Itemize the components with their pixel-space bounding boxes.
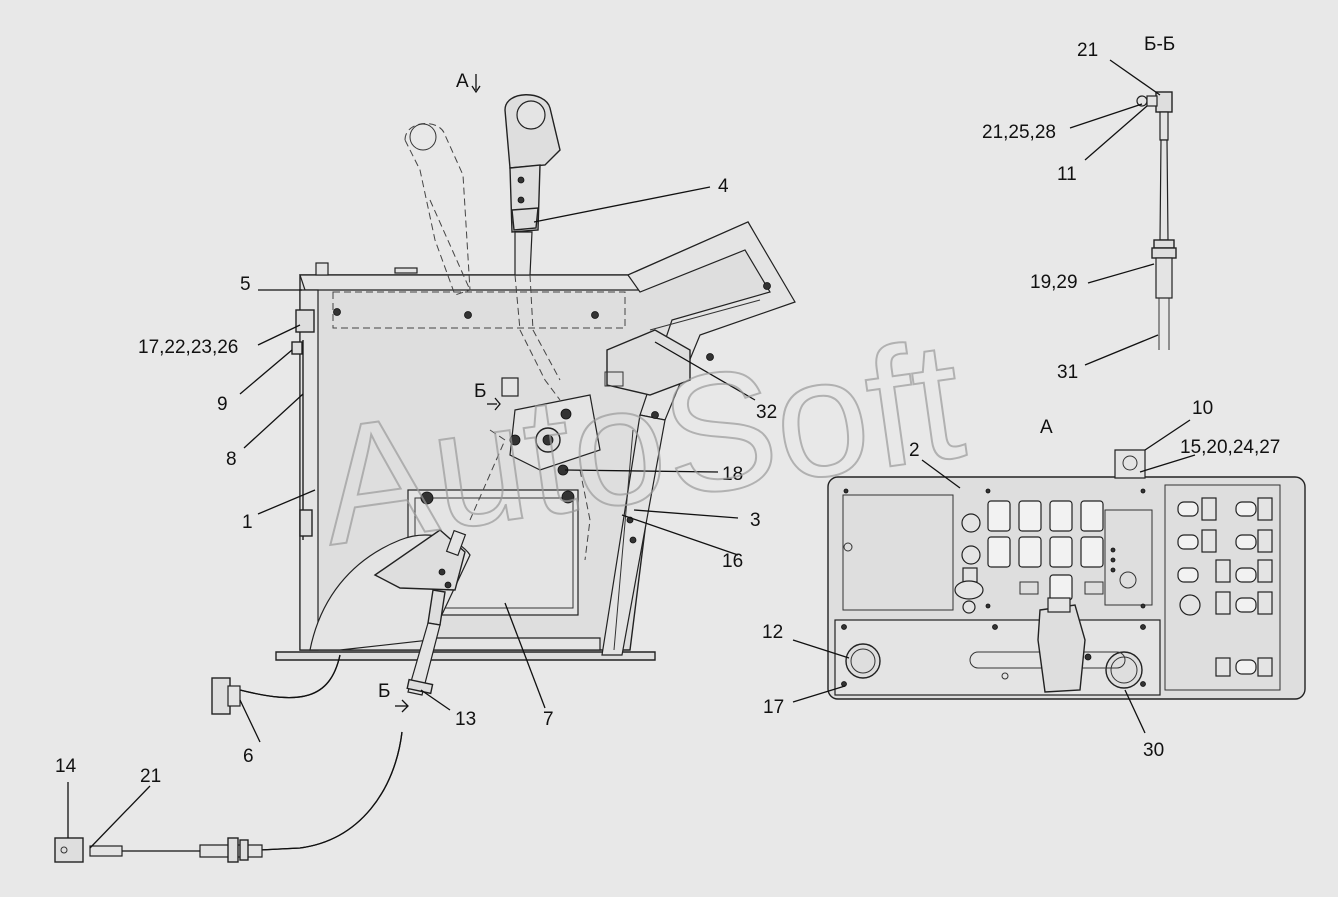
callout-labels: А А Б-Б Б Б 1 2 3 4 5 6 7 8 9 10 11 12 1… — [55, 34, 1280, 787]
callout-1: 1 — [242, 512, 253, 533]
view-a-arrow-label: А — [456, 71, 469, 92]
callout-30: 30 — [1143, 740, 1164, 761]
callout-19-29: 19,29 — [1030, 272, 1078, 293]
callout-13: 13 — [455, 709, 476, 730]
callout-16: 16 — [722, 551, 743, 572]
gear-lever — [504, 94, 561, 401]
callout-9: 9 — [217, 394, 228, 415]
callout-17-22-23-26: 17,22,23,26 — [138, 337, 238, 358]
lever-ghost-position — [404, 123, 471, 296]
cut-b-bottom-label: Б — [378, 681, 390, 702]
cut-line-b — [395, 397, 501, 713]
selector-mechanism — [469, 377, 601, 561]
callout-2: 2 — [909, 440, 920, 461]
callout-15-20-24-27: 15,20,24,27 — [1180, 437, 1280, 458]
callout-4: 4 — [718, 176, 729, 197]
callout-11: 11 — [1057, 164, 1077, 185]
callout-21-top: 21 — [1077, 40, 1098, 61]
section-bb-label: Б-Б — [1144, 34, 1175, 55]
indicator-column — [1177, 497, 1273, 677]
harness-cable — [211, 654, 341, 715]
leader-lines — [67, 59, 1196, 849]
section-bb-cable — [1136, 91, 1177, 350]
callout-5: 5 — [240, 274, 251, 295]
control-panel-view-a — [827, 449, 1306, 700]
callout-18: 18 — [722, 464, 743, 485]
callout-8: 8 — [226, 449, 237, 470]
view-a-label: А — [1040, 417, 1053, 438]
callout-6: 6 — [243, 746, 254, 767]
callout-14: 14 — [55, 756, 77, 777]
view-a-arrow — [471, 74, 481, 94]
callout-10: 10 — [1192, 398, 1213, 419]
callout-31: 31 — [1057, 362, 1078, 383]
callout-32: 32 — [756, 402, 777, 423]
callout-21-25-28: 21,25,28 — [982, 122, 1056, 143]
cut-b-top-label: Б — [474, 381, 486, 402]
control-cable — [54, 529, 467, 863]
callout-3: 3 — [750, 510, 761, 531]
callout-17: 17 — [763, 697, 784, 718]
callout-12: 12 — [762, 622, 783, 643]
callout-7: 7 — [543, 709, 554, 730]
switch-grid — [987, 500, 1104, 601]
callout-21-bottom: 21 — [140, 766, 161, 787]
